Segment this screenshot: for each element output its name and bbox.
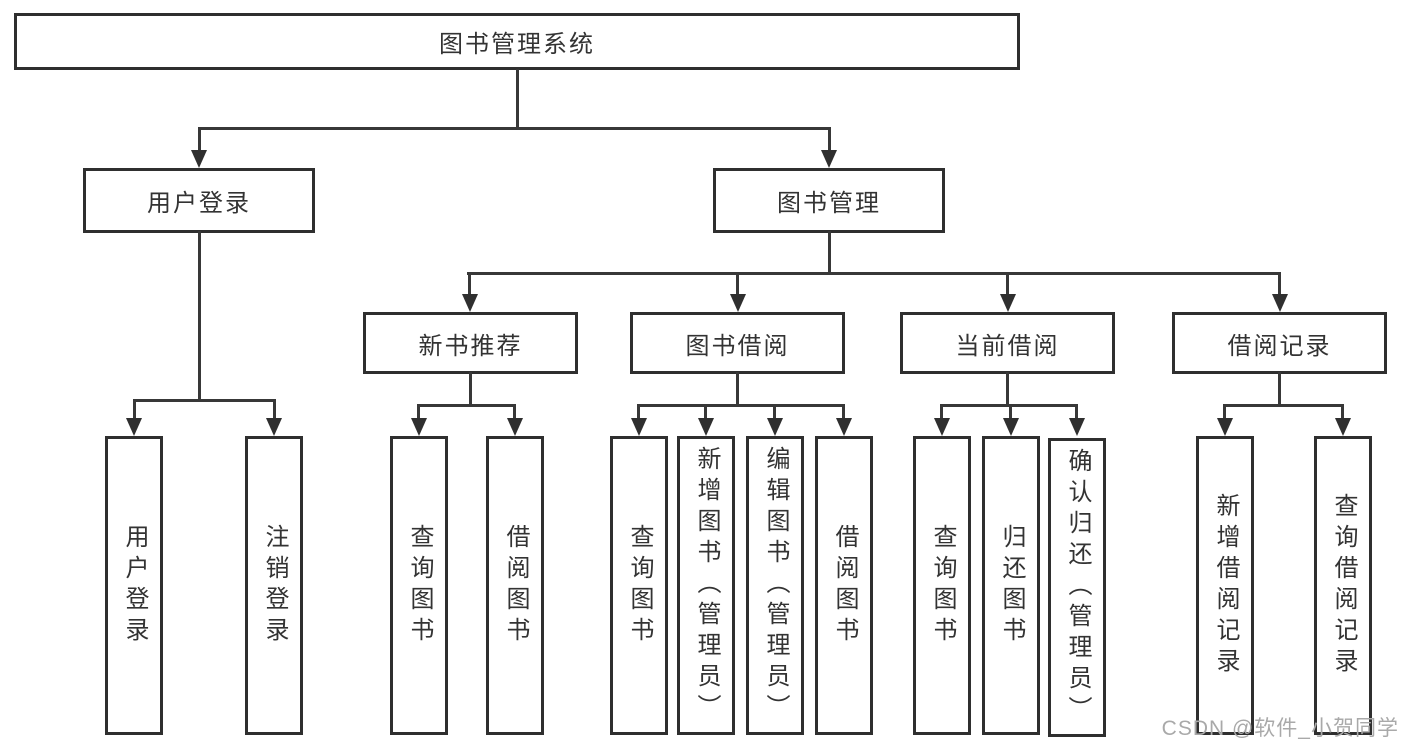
node-logout: 注销登录: [245, 436, 303, 735]
node-user-login: 用户登录: [83, 168, 315, 233]
node-confirm-return-admin: 确认归还（管理员）: [1048, 438, 1106, 737]
arrowhead-icon: [821, 150, 837, 168]
node-label: 新书推荐: [418, 332, 523, 360]
node-label: 确认归还（管理员）: [1064, 448, 1091, 727]
connector-stem: [1006, 372, 1009, 405]
connector-drop: [736, 272, 739, 297]
connector-drop: [1278, 272, 1281, 297]
connector-drop: [940, 404, 943, 420]
connector-branch: [1223, 404, 1344, 407]
connector-branch: [637, 404, 845, 407]
node-label: 新增图书（管理员）: [693, 446, 720, 725]
arrowhead-icon: [266, 418, 282, 436]
node-user-login-leaf: 用户登录: [105, 436, 163, 735]
node-label: 编辑图书（管理员）: [762, 446, 789, 725]
connector-drop: [1075, 404, 1078, 420]
arrowhead-icon: [1069, 418, 1085, 436]
node-add-borrow-record: 新增借阅记录: [1196, 436, 1254, 735]
node-query-borrow-record: 查询借阅记录: [1314, 436, 1372, 735]
csdn-watermark: CSDN @软件_小贺同学: [1161, 717, 1399, 740]
node-label: 归还图书: [998, 523, 1025, 648]
node-edit-books-admin: 编辑图书（管理员）: [746, 436, 804, 735]
node-label: 用户登录: [121, 523, 148, 648]
connector-drop: [1223, 404, 1226, 420]
connector-user-login-branch: [133, 399, 276, 402]
connector-drop: [133, 399, 136, 420]
arrowhead-icon: [934, 418, 950, 436]
arrowhead-icon: [631, 418, 647, 436]
connector-stem: [469, 372, 472, 405]
node-label: 借阅图书: [831, 523, 858, 648]
arrowhead-icon: [767, 418, 783, 436]
connector-drop: [513, 404, 516, 420]
connector-user-login-stem: [198, 231, 201, 400]
connector-stem: [1278, 372, 1281, 405]
arrowhead-icon: [1003, 418, 1019, 436]
node-borrow-books-recommend: 借阅图书: [486, 436, 544, 735]
connector-drop-book-management: [828, 127, 831, 153]
node-query-books-current: 查询图书: [913, 436, 971, 735]
node-label: 借阅图书: [502, 523, 529, 648]
arrowhead-icon: [462, 294, 478, 312]
node-label: 图书管理系统: [439, 31, 595, 58]
arrowhead-icon: [191, 150, 207, 168]
node-new-book-recommendation: 新书推荐: [363, 312, 578, 374]
arrowhead-icon: [411, 418, 427, 436]
connector-drop: [773, 404, 776, 420]
arrowhead-icon: [698, 418, 714, 436]
connector-drop: [704, 404, 707, 420]
node-return-books: 归还图书: [982, 436, 1040, 735]
arrowhead-icon: [1272, 294, 1288, 312]
connector-root-branch: [198, 127, 831, 130]
node-label: 用户登录: [147, 190, 251, 217]
node-borrowing-records: 借阅记录: [1172, 312, 1387, 374]
node-add-books-admin: 新增图书（管理员）: [677, 436, 735, 735]
arrowhead-icon: [836, 418, 852, 436]
node-query-books-borrowing: 查询图书: [610, 436, 668, 735]
connector-drop: [468, 272, 471, 297]
connector-branch: [417, 404, 516, 407]
node-label: 当前借阅: [955, 332, 1060, 360]
arrowhead-icon: [1217, 418, 1233, 436]
node-label: 查询图书: [929, 523, 956, 648]
connector-stem: [736, 372, 739, 405]
node-book-borrowing: 图书借阅: [630, 312, 845, 374]
arrowhead-icon: [507, 418, 523, 436]
node-current-borrowing: 当前借阅: [900, 312, 1115, 374]
connector-book-management-stem: [828, 231, 831, 273]
arrowhead-icon: [730, 294, 746, 312]
connector-drop: [1009, 404, 1012, 420]
node-borrow-books: 借阅图书: [815, 436, 873, 735]
node-label: 借阅记录: [1227, 332, 1332, 360]
node-label: 查询借阅记录: [1330, 492, 1357, 679]
node-label: 注销登录: [261, 523, 288, 648]
node-label: 新增借阅记录: [1212, 492, 1239, 679]
node-label: 查询图书: [626, 523, 653, 648]
arrowhead-icon: [1000, 294, 1016, 312]
connector-drop: [417, 404, 420, 420]
connector-drop: [842, 404, 845, 420]
connector-drop: [1006, 272, 1009, 297]
arrowhead-icon: [126, 418, 142, 436]
connector-drop: [273, 399, 276, 420]
node-query-books-recommend: 查询图书: [390, 436, 448, 735]
connector-drop: [1341, 404, 1344, 420]
connector-book-management-branch: [467, 272, 1281, 275]
connector-root-stem: [516, 69, 519, 127]
node-label: 查询图书: [406, 523, 433, 648]
arrowhead-icon: [1335, 418, 1351, 436]
connector-drop-user-login: [198, 127, 201, 153]
node-book-management: 图书管理: [713, 168, 945, 233]
node-label: 图书管理: [777, 190, 881, 217]
connector-drop: [637, 404, 640, 420]
node-label: 图书借阅: [685, 332, 790, 360]
node-library-management-system: 图书管理系统: [14, 13, 1020, 70]
